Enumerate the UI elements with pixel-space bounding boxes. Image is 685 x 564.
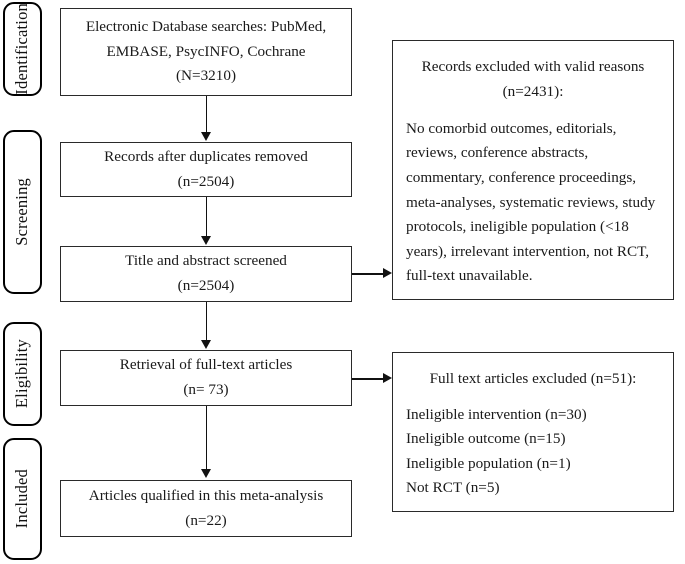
stage-label-screening: Screening xyxy=(12,178,32,246)
box-title-abstract-screened: Title and abstract screened (n=2504) xyxy=(60,246,352,302)
connector-duplicates-to-screened xyxy=(205,197,208,237)
connector-fulltext-to-excluded xyxy=(352,378,384,380)
box-line: (n=22) xyxy=(185,511,227,529)
box-full-text-excluded: Full text articles excluded (n=51): Inel… xyxy=(392,352,674,512)
exclusion-reason-line: years), irrelevant intervention, not RCT… xyxy=(406,242,650,260)
arrowhead-down xyxy=(200,469,211,478)
stage-pill-eligibility: Eligibility xyxy=(3,322,42,426)
stage-label-included: Included xyxy=(12,469,32,529)
exclusion-reason-line: protocols, ineligible population (<18 xyxy=(406,218,629,236)
connector-screened-to-excluded xyxy=(352,273,384,275)
stage-pill-identification: Identification xyxy=(3,2,42,96)
connector-fulltext-to-included xyxy=(205,406,208,470)
stage-pill-included: Included xyxy=(3,438,42,560)
box-articles-included: Articles qualified in this meta-analysis… xyxy=(60,480,352,537)
box-records-after-duplicates: Records after duplicates removed (n=2504… xyxy=(60,142,352,197)
connector-screened-to-fulltext xyxy=(205,302,208,341)
box-line: (n= 73) xyxy=(183,381,229,398)
connector-identified-to-duplicates xyxy=(205,96,208,133)
exclusion-reason-line: commentary, conference proceedings, xyxy=(406,168,637,186)
stage-pill-screening: Screening xyxy=(3,130,42,294)
stage-label-identification: Identification xyxy=(12,3,32,95)
arrowhead-down xyxy=(200,132,211,141)
box-records-excluded: Records excluded with valid reasons (n=2… xyxy=(392,40,674,300)
exclusion-reason-line: meta-analyses, systematic reviews, study xyxy=(406,193,656,211)
arrowhead-right xyxy=(383,372,392,383)
box-line: Electronic Database searches: PubMed, xyxy=(85,18,327,36)
box-line: (N=3210) xyxy=(175,67,237,85)
exclusion-reason-line: Ineligible outcome (n=15) xyxy=(406,430,566,448)
exclusion-heading-line: Records excluded with valid reasons xyxy=(421,58,645,75)
box-line: (n=2504) xyxy=(177,277,235,294)
box-line: Articles qualified in this meta-analysis xyxy=(88,486,324,504)
arrowhead-right xyxy=(383,267,392,278)
box-line: (n=2504) xyxy=(177,172,235,190)
exclusion-reason-line: Not RCT (n=5) xyxy=(406,479,500,497)
exclusion-heading-line: Full text articles excluded (n=51): xyxy=(429,370,637,387)
spacer xyxy=(406,104,660,116)
stage-label-eligibility: Eligibility xyxy=(12,339,32,409)
spacer xyxy=(406,392,660,403)
exclusion-reason-line: reviews, conference abstracts, xyxy=(406,144,589,162)
box-line: Records after duplicates removed xyxy=(104,147,308,165)
arrowhead-down xyxy=(200,236,211,245)
box-records-identified: Electronic Database searches: PubMed, EM… xyxy=(60,8,352,96)
box-line: Retrieval of full-text articles xyxy=(119,356,293,374)
exclusion-heading-line: (n=2431): xyxy=(502,82,564,100)
box-full-text-retrieved: Retrieval of full-text articles (n= 73) xyxy=(60,350,352,406)
box-line: EMBASE, PsycINFO, Cochrane xyxy=(106,42,306,60)
arrowhead-down xyxy=(200,340,211,349)
box-line: Title and abstract screened xyxy=(125,252,287,270)
exclusion-reason-line: No comorbid outcomes, editorials, xyxy=(406,119,617,137)
exclusion-reason-line: Ineligible intervention (n=30) xyxy=(406,405,587,423)
exclusion-reason-line: Ineligible population (n=1) xyxy=(406,454,571,472)
exclusion-reason-line: full-text unavailable. xyxy=(406,267,533,285)
